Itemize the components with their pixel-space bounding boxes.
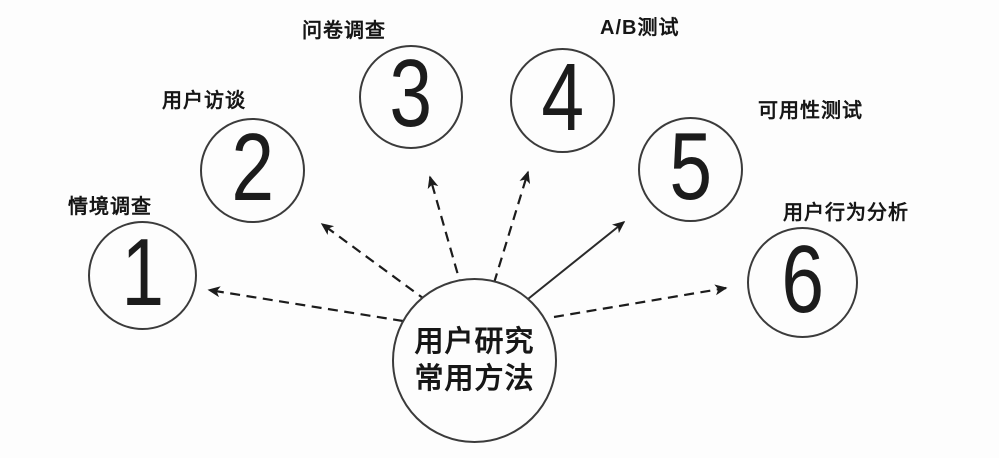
method-number-1: 1	[121, 218, 164, 326]
arrow-center-to-method-4	[492, 170, 531, 284]
method-label-3: 问卷调查	[302, 20, 386, 42]
arrow-center-to-method-1	[207, 286, 404, 323]
method-circle-5: 5	[638, 117, 743, 222]
center-title-line2: 常用方法	[414, 362, 535, 395]
arrow-center-to-method-6	[553, 284, 728, 319]
method-circle-2: 2	[200, 118, 305, 223]
method-number-6: 6	[781, 225, 824, 333]
method-label-5: 可用性测试	[758, 100, 863, 122]
arrow-center-to-method-3	[427, 175, 464, 290]
method-label-1: 情境调查	[68, 196, 152, 218]
method-number-3: 3	[389, 40, 433, 147]
method-label-6: 用户行为分析	[783, 202, 909, 224]
method-number-5: 5	[669, 112, 712, 220]
method-label-4: A/B测试	[600, 17, 680, 39]
arrow-center-to-method-5	[527, 221, 626, 300]
method-label-2: 用户访谈	[162, 90, 246, 112]
center-circle: 用户研究 常用方法	[392, 278, 557, 443]
method-circle-4: 4	[510, 48, 615, 153]
method-number-4: 4	[541, 43, 584, 151]
method-circle-6: 6	[747, 227, 858, 338]
method-circle-1: 1	[88, 221, 197, 330]
center-title-line1: 用户研究	[414, 325, 535, 358]
method-circle-3: 3	[359, 45, 463, 149]
arrow-center-to-method-2	[320, 223, 428, 302]
method-number-2: 2	[231, 113, 274, 221]
